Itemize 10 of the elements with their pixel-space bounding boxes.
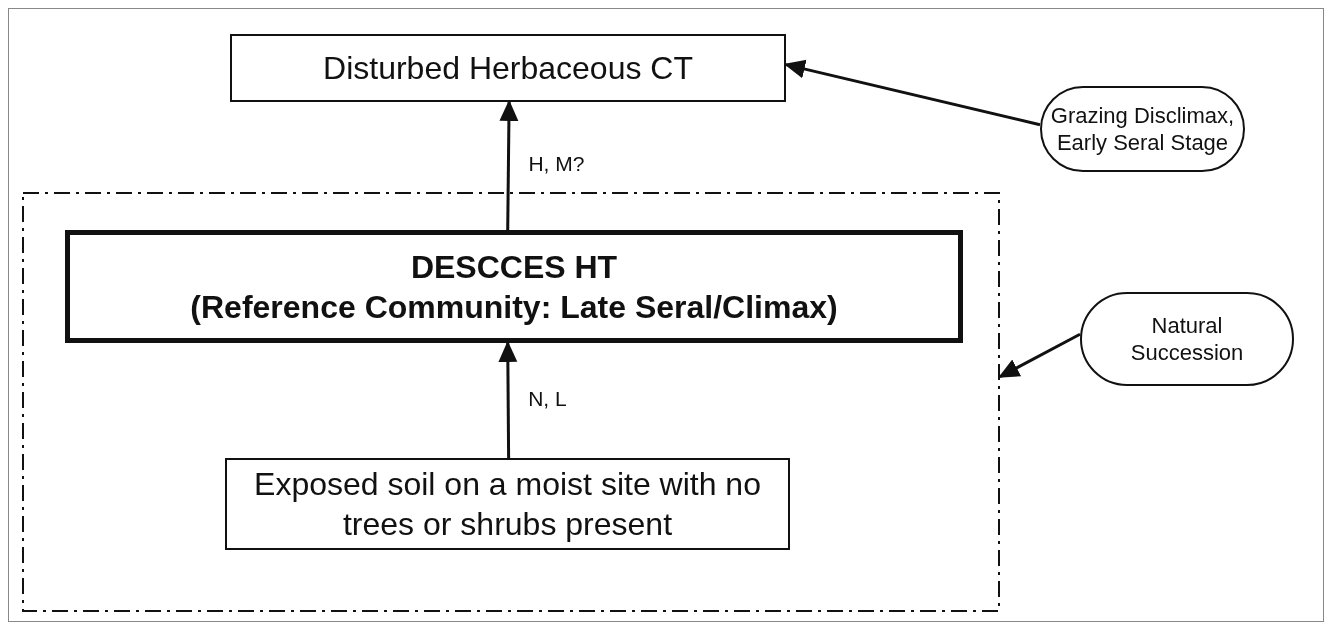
box-text: Natural Succession	[1129, 311, 1245, 367]
box-text: Grazing Disclimax, Early Seral Stage	[1049, 101, 1236, 157]
reference-community-box	[65, 230, 963, 343]
process-box	[230, 34, 786, 102]
box-subheading: (Reference Community: Late Seral/Climax)	[189, 287, 839, 327]
process-box	[225, 458, 790, 550]
arrow	[998, 332, 1081, 379]
box-text: Exposed soil on a moist site with no trees or shrubs present	[253, 465, 762, 544]
box-heading: DESCCES HT	[409, 247, 619, 287]
box-text: Disturbed Herbaceous CT	[322, 49, 694, 88]
